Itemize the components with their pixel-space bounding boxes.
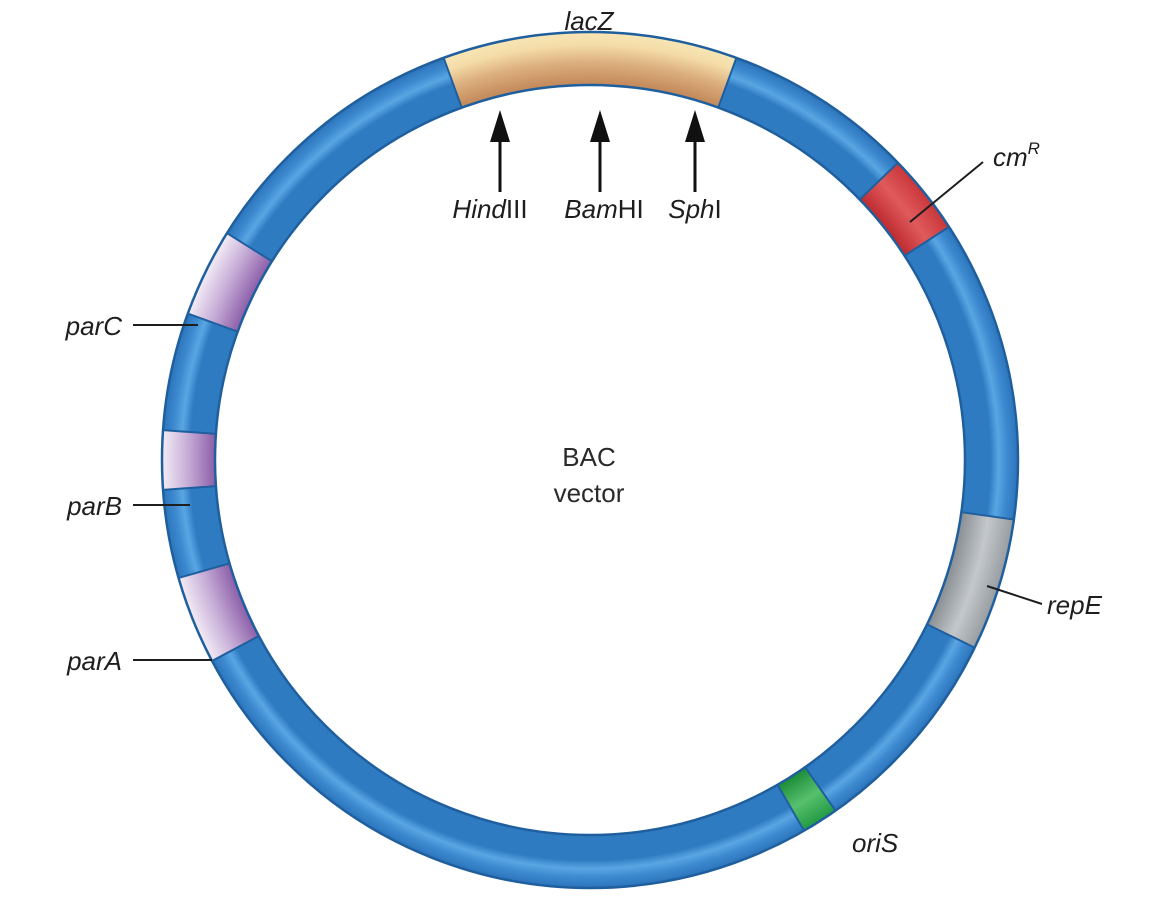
bamhi-arrowhead bbox=[590, 110, 610, 142]
restriction-arrows bbox=[490, 110, 705, 192]
repe-boundary-1 bbox=[961, 511, 1014, 521]
sphi-label: SphI bbox=[668, 194, 722, 224]
hindiii-arrowhead bbox=[490, 110, 510, 142]
oris-segment bbox=[777, 767, 836, 831]
bamhi-label: BamHI bbox=[564, 194, 643, 224]
hindiii-label: HindIII bbox=[452, 194, 527, 224]
parb-boundary-1 bbox=[162, 485, 216, 491]
oris-label: oriS bbox=[852, 828, 899, 858]
parc-boundary-1 bbox=[187, 312, 238, 333]
center-title-line2: vector bbox=[554, 478, 625, 508]
cmr-label: cmR bbox=[993, 139, 1040, 172]
ring-outer-edge bbox=[160, 30, 1020, 890]
ring-inner-edge bbox=[213, 83, 967, 837]
parc-label: parC bbox=[65, 311, 123, 341]
para-boundary-1 bbox=[211, 635, 260, 662]
repe-segment bbox=[927, 512, 1014, 648]
parc-boundary-2 bbox=[226, 232, 273, 263]
para-boundary-2 bbox=[178, 562, 230, 579]
center-title-line1: BAC bbox=[562, 442, 615, 472]
cmr-boundary-1 bbox=[859, 161, 899, 201]
repe-boundary-2 bbox=[926, 623, 976, 649]
sphi-arrowhead bbox=[685, 110, 705, 142]
repe-leader-line bbox=[986, 585, 1043, 605]
oris-boundary-2 bbox=[776, 784, 805, 832]
lacz-boundary-1 bbox=[442, 57, 463, 108]
parb-segment bbox=[162, 430, 216, 490]
parc-segment bbox=[187, 233, 272, 332]
cmr-boundary-2 bbox=[903, 226, 950, 257]
cmr-leader-line bbox=[909, 161, 984, 223]
cmr-segment bbox=[859, 162, 949, 256]
parb-label: parB bbox=[66, 491, 122, 521]
parb-boundary-2 bbox=[162, 429, 216, 435]
lacz-segment bbox=[443, 32, 737, 108]
repe-label: repE bbox=[1047, 590, 1103, 620]
oris-boundary-1 bbox=[804, 766, 837, 812]
lacz-label: lacZ bbox=[564, 6, 614, 36]
lacz-boundary-2 bbox=[717, 57, 738, 108]
para-label: parA bbox=[66, 646, 122, 676]
para-segment bbox=[178, 563, 259, 661]
